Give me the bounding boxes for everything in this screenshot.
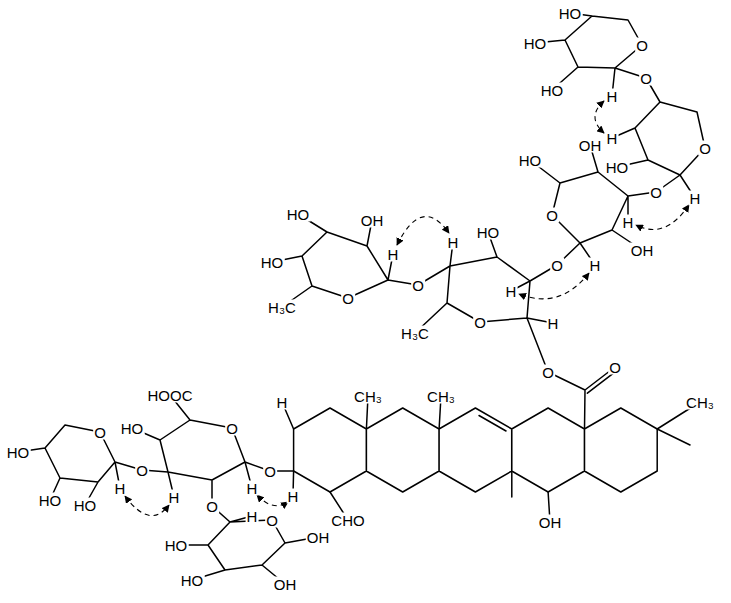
atom-label: H bbox=[387, 247, 400, 262]
atom-label: HO bbox=[120, 421, 145, 436]
atom-label: H bbox=[606, 131, 619, 146]
atom-label: CH₃ bbox=[685, 395, 715, 410]
atom-label: O bbox=[341, 291, 355, 306]
atom-label: OH bbox=[578, 138, 603, 153]
atom-label: HO bbox=[6, 445, 31, 460]
atom-label: H bbox=[622, 215, 635, 230]
atom-label: H₃C bbox=[267, 300, 297, 315]
atom-label: H bbox=[589, 258, 602, 273]
atom-label: O bbox=[635, 38, 649, 53]
atom-label: CHO bbox=[330, 513, 365, 528]
noe-arrow bbox=[397, 217, 449, 245]
atom-label: H bbox=[505, 284, 518, 299]
atom-label: O bbox=[541, 365, 555, 380]
atom-label: CH₃ bbox=[353, 389, 383, 404]
atom-label: HO bbox=[260, 255, 285, 270]
atom-label: O bbox=[639, 71, 653, 86]
atom-label: H bbox=[114, 481, 127, 496]
sugar-ring bbox=[132, 395, 270, 506]
atom-label: HO bbox=[38, 493, 63, 508]
atom-label: O bbox=[411, 278, 425, 293]
noe-arrow bbox=[636, 205, 689, 230]
atom-label: HO bbox=[73, 498, 98, 513]
atom-label: H bbox=[276, 395, 289, 410]
sugar-ring bbox=[272, 214, 418, 307]
atom-label: H₃C bbox=[400, 326, 430, 341]
noe-arrow bbox=[519, 273, 589, 299]
atom-label: O bbox=[263, 464, 277, 479]
noe-arrow bbox=[125, 496, 169, 516]
atom-label: O bbox=[135, 463, 149, 478]
atom-label: OH bbox=[273, 577, 298, 592]
aglycone-rings bbox=[294, 408, 658, 492]
atom-label: O bbox=[265, 513, 279, 528]
atom-label: OH bbox=[630, 243, 655, 258]
atom-label: OH bbox=[306, 530, 331, 545]
atom-label: O bbox=[205, 499, 219, 514]
atom-label: O bbox=[550, 258, 564, 273]
atom-label: O bbox=[225, 421, 239, 436]
atom-label: OH bbox=[538, 515, 563, 530]
atom-label: HO bbox=[164, 538, 189, 553]
atom-label: H bbox=[246, 509, 259, 524]
atom-label: H bbox=[447, 235, 460, 250]
noe-arrow bbox=[595, 101, 604, 133]
atom-label: H bbox=[547, 316, 560, 331]
atom-label: O bbox=[649, 185, 663, 200]
atom-label: H bbox=[168, 490, 181, 505]
atom-label: HO bbox=[286, 207, 311, 222]
atom-label: CH₃ bbox=[426, 389, 456, 404]
atom-label: OH bbox=[360, 213, 385, 228]
atom-label: H bbox=[287, 489, 300, 504]
atom-label: HO bbox=[523, 36, 548, 51]
atom-label: O bbox=[473, 315, 487, 330]
atom-label: O bbox=[545, 208, 559, 223]
atom-label: H bbox=[606, 89, 619, 104]
atom-label: HO bbox=[558, 6, 583, 21]
atom-label: H bbox=[246, 481, 259, 496]
atom-label: O bbox=[698, 141, 712, 156]
atom-label: HO bbox=[605, 160, 630, 175]
atom-label: HO bbox=[540, 83, 565, 98]
atom-label: HO bbox=[180, 573, 205, 588]
sugar-ring bbox=[18, 425, 142, 505]
atom-label: HO bbox=[518, 153, 543, 168]
sugar-ring bbox=[612, 78, 705, 198]
atom-label: HOOC bbox=[147, 388, 194, 403]
atom-label: O bbox=[93, 425, 107, 440]
atom-label: H bbox=[689, 191, 702, 206]
atom-label: O bbox=[608, 360, 622, 375]
noe-arrow bbox=[257, 495, 288, 506]
atom-label: HO bbox=[476, 225, 501, 240]
aglycone-substituents bbox=[270, 318, 700, 522]
sugar-ring bbox=[415, 232, 557, 333]
